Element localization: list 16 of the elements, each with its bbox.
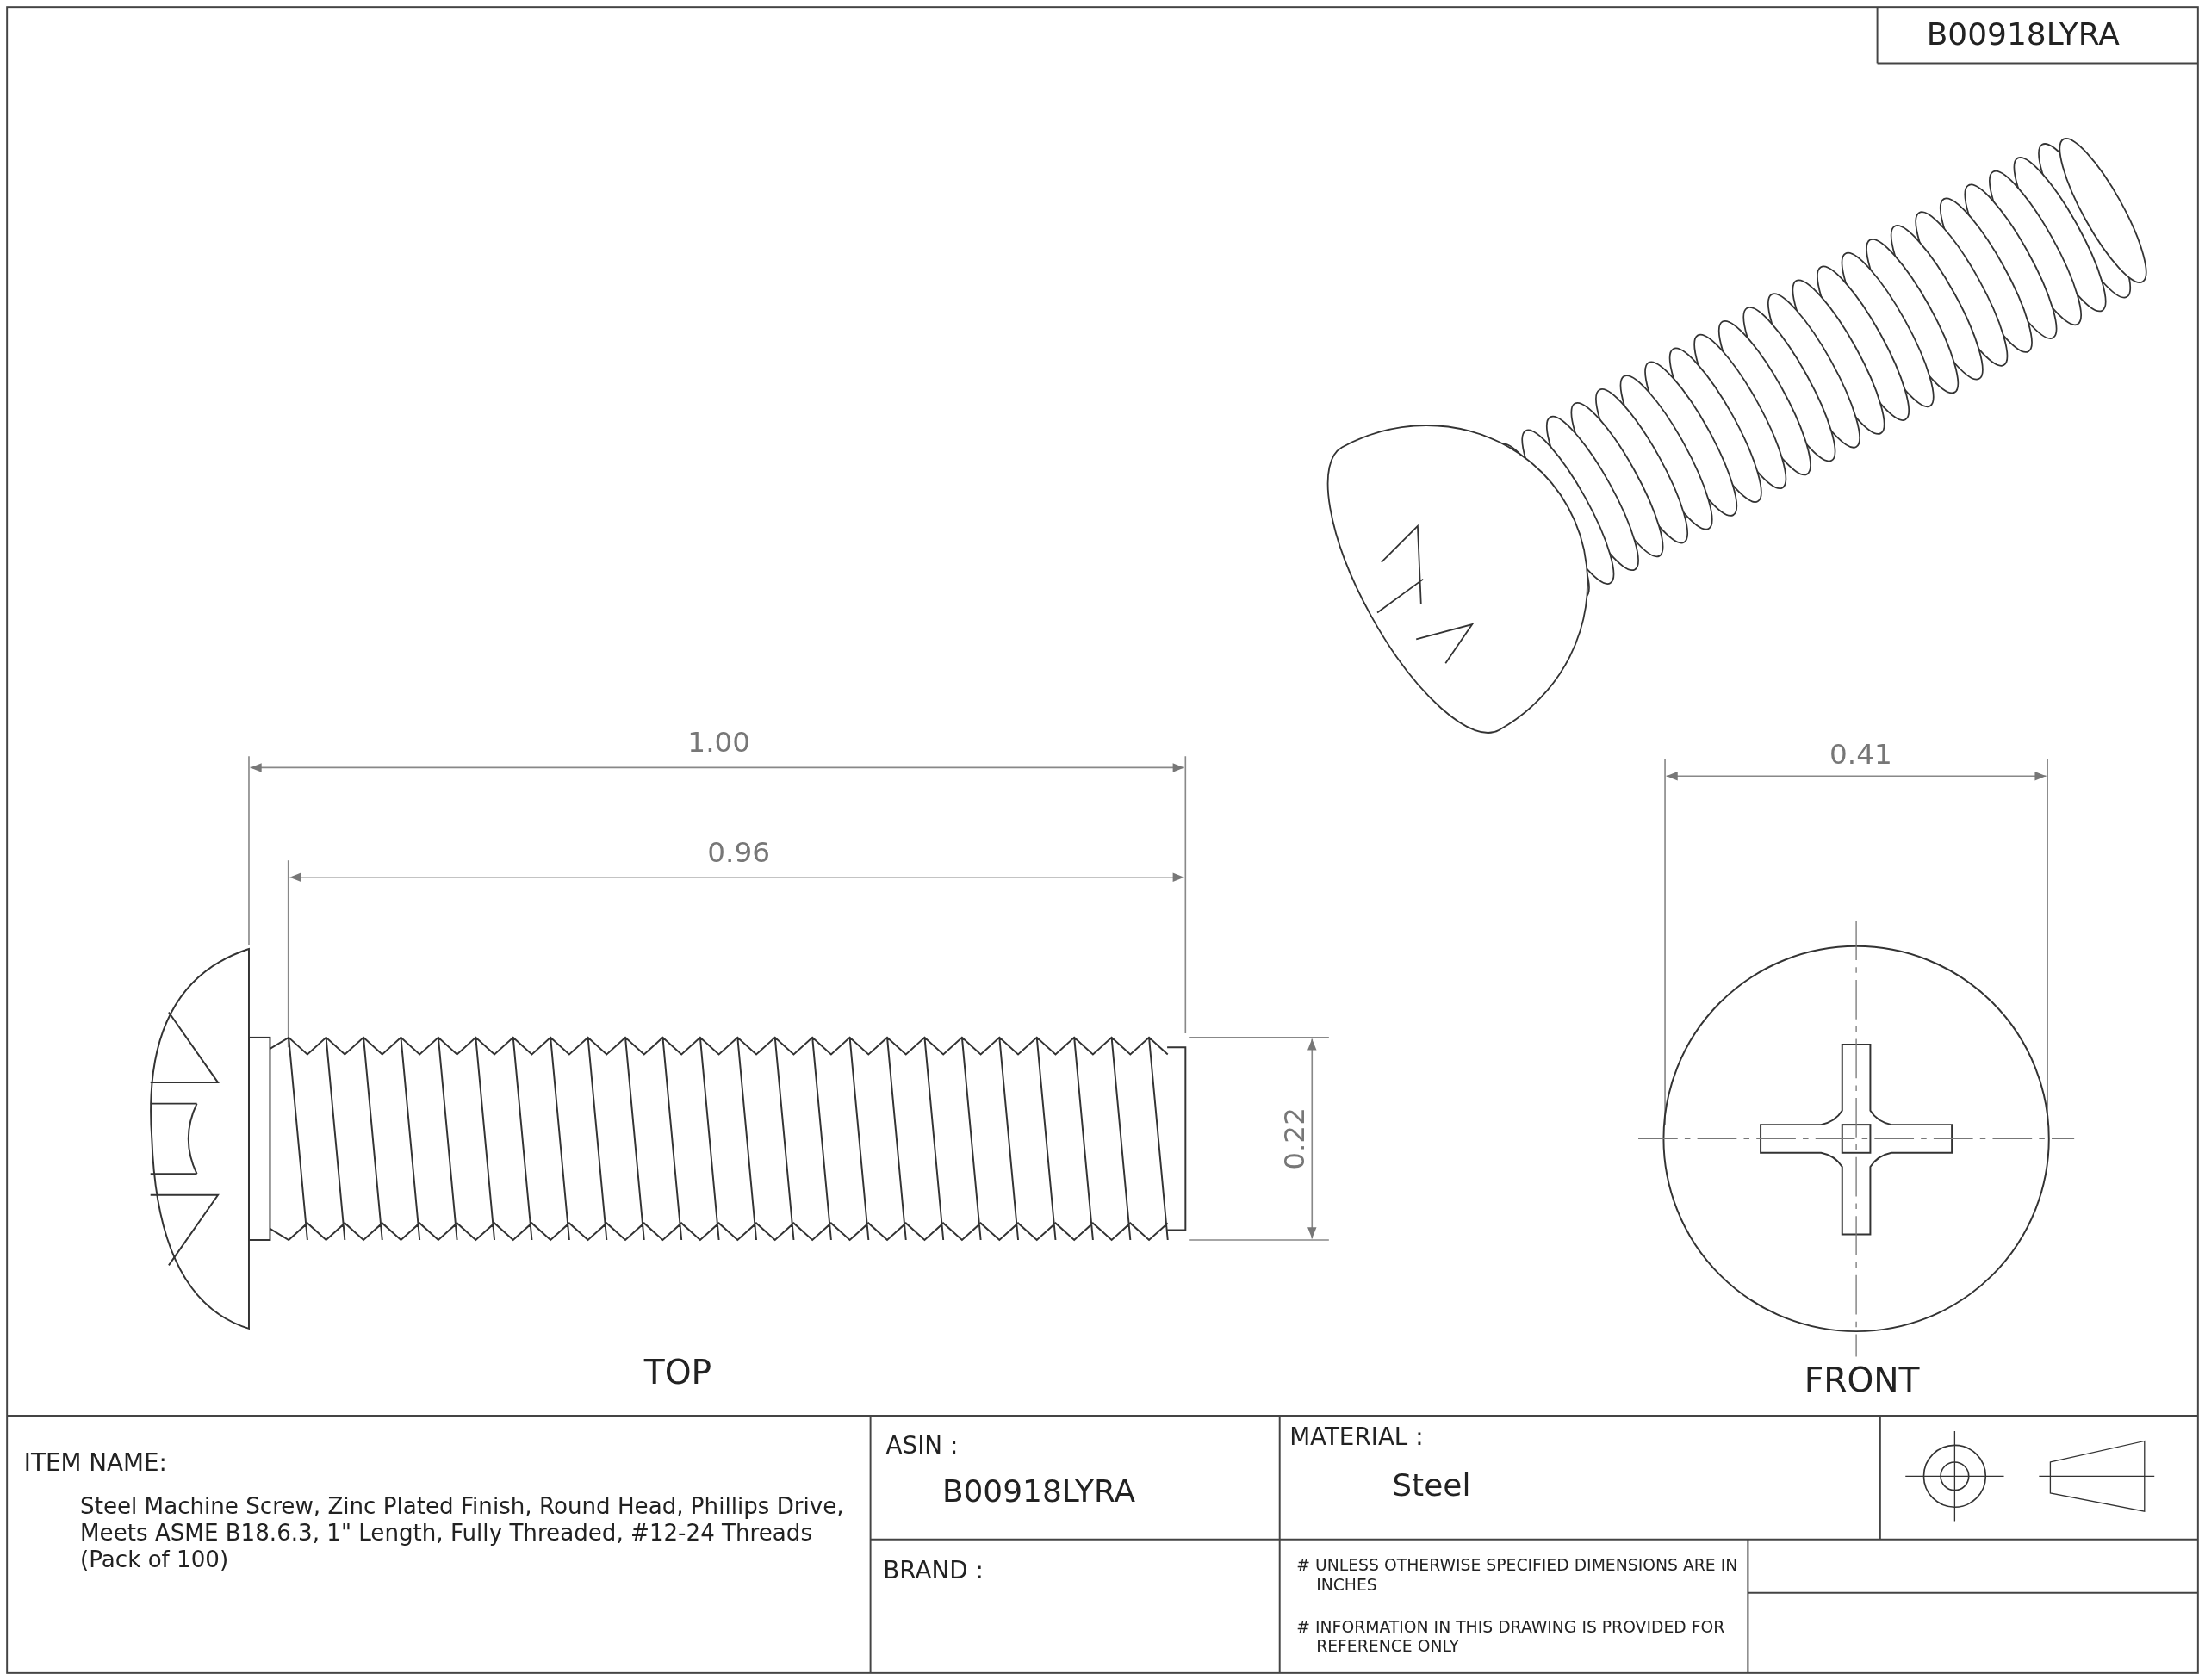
- item-description: Steel Machine Screw, Zinc Plated Finish, Round Head, Phillips Drive, Meets ASME B18.6.3, 1" Length, Fully Threaded, #12-24 Threads (Pack of 100): [80, 1492, 845, 1574]
- field-label: MATERIAL :: [1289, 1423, 1424, 1452]
- note-text: # UNLESS OTHERWISE SPECIFIED DIMENSIONS ARE IN INCHES: [1296, 1556, 1738, 1596]
- field-label: ITEM NAME:: [23, 1448, 167, 1477]
- view-label: FRONT: [1804, 1361, 1920, 1402]
- field-value: Steel: [1392, 1467, 1471, 1505]
- dimension-value: 0.41: [1829, 736, 1892, 771]
- dimension-value: 0.96: [707, 834, 770, 869]
- dimension-value: 0.22: [1276, 1107, 1312, 1170]
- part-number: B00918LYRA: [1926, 16, 2120, 54]
- field-label: ASIN :: [885, 1431, 959, 1460]
- view-label: TOP: [643, 1352, 712, 1393]
- field-value: B00918LYRA: [941, 1473, 1136, 1510]
- dimension-value: 1.00: [687, 725, 751, 759]
- note-text: # INFORMATION IN THIS DRAWING IS PROVIDED FOR REFERENCE ONLY: [1296, 1618, 1726, 1658]
- field-label: BRAND :: [883, 1556, 984, 1585]
